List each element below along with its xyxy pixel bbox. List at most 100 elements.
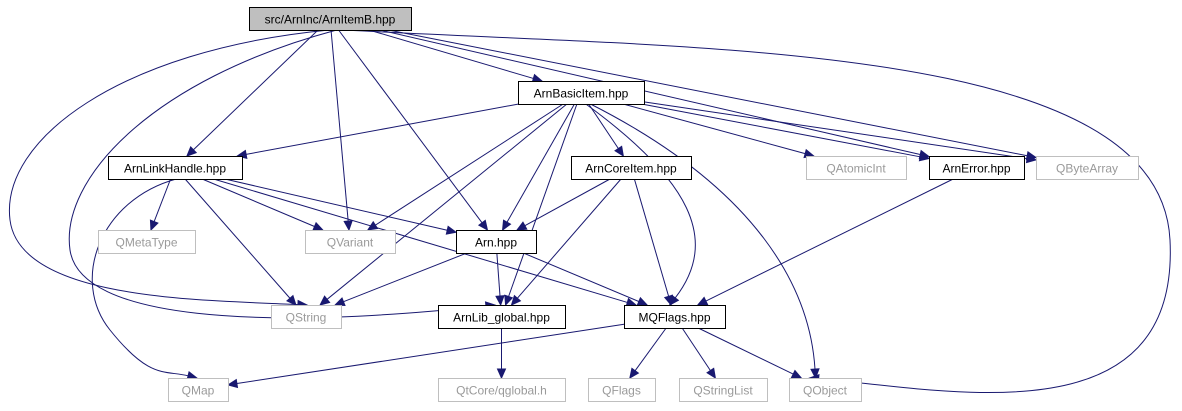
edge-line xyxy=(633,178,670,297)
node-arn[interactable]: Arn.hpp xyxy=(456,230,537,254)
node-label: ArnBasicItem.hpp xyxy=(534,87,629,101)
arrowhead xyxy=(226,378,239,389)
edge-line xyxy=(681,327,711,371)
edge-root-to-variant xyxy=(330,29,353,232)
node-basic[interactable]: ArnBasicItem.hpp xyxy=(518,81,645,105)
node-strlist[interactable]: QStringList xyxy=(679,378,768,402)
edge-basic-to-link xyxy=(236,103,519,159)
edge-link-to-variant xyxy=(202,178,324,231)
edge-line xyxy=(326,103,568,300)
arrowhead xyxy=(515,221,528,231)
arrowhead xyxy=(790,369,803,379)
arrowhead xyxy=(286,294,297,306)
edge-basic-to-string xyxy=(319,103,568,306)
node-global[interactable]: ArnLib_global.hpp xyxy=(438,305,566,329)
node-label: QMap xyxy=(182,384,215,398)
edge-basic-to-err xyxy=(641,103,931,162)
edge-line xyxy=(506,103,575,223)
edge-line xyxy=(524,178,611,227)
node-variant[interactable]: QVariant xyxy=(305,230,396,254)
edge-line xyxy=(193,29,319,151)
node-qglobal[interactable]: QtCore/qglobal.h xyxy=(438,378,566,402)
edge-basic-to-arn xyxy=(501,103,575,232)
edge-basic-to-object xyxy=(590,103,820,380)
edge-global-to-qglobal xyxy=(496,328,507,380)
edge-line xyxy=(338,29,483,224)
node-map[interactable]: QMap xyxy=(168,378,229,402)
node-box xyxy=(271,305,342,329)
edge-line xyxy=(590,103,816,370)
arrowhead xyxy=(614,145,625,158)
edge-line xyxy=(375,103,564,226)
arrowhead xyxy=(1025,153,1038,164)
edge-line xyxy=(213,178,628,303)
edge-line xyxy=(236,323,625,385)
node-link[interactable]: ArnLinkHandle.hpp xyxy=(108,156,243,180)
edge-mqflags-to-strlist xyxy=(681,327,717,380)
node-core[interactable]: ArnCoreItem.hpp xyxy=(571,156,692,180)
node-box xyxy=(806,156,907,180)
node-box xyxy=(571,156,692,180)
arrowhead xyxy=(496,368,507,380)
edge-line xyxy=(496,252,501,297)
edge-line xyxy=(184,178,291,299)
node-label: ArnLib_global.hpp xyxy=(453,311,550,325)
edge-basic-to-variant xyxy=(366,103,564,231)
edge-mqflags-to-map xyxy=(226,323,625,389)
edge-mqflags-to-qflags xyxy=(629,327,667,379)
edge-root-to-arn xyxy=(338,29,489,231)
edge-line xyxy=(634,327,667,372)
arrowhead xyxy=(333,297,346,306)
node-label: Arn.hpp xyxy=(475,236,517,250)
edge-line xyxy=(705,178,954,302)
node-box xyxy=(249,7,412,31)
edges-layer xyxy=(8,29,1171,394)
node-label: QFlags xyxy=(602,384,641,398)
node-qflags[interactable]: QFlags xyxy=(588,378,656,402)
edge-link-to-metatype xyxy=(149,178,172,232)
arrowhead xyxy=(343,220,353,232)
edge-line xyxy=(343,252,468,303)
node-label: QtCore/qglobal.h xyxy=(456,384,547,398)
node-box xyxy=(456,230,537,254)
edge-link-to-mqflags xyxy=(213,178,638,307)
node-root[interactable]: src/ArnInc/ArnItemB.hpp xyxy=(249,7,412,31)
node-label: ArnError.hpp xyxy=(942,162,1010,176)
edge-line xyxy=(697,327,794,375)
arrowhead xyxy=(319,295,331,306)
arrowhead xyxy=(510,294,522,306)
node-bytearr[interactable]: QByteArray xyxy=(1036,156,1139,180)
node-string[interactable]: QString xyxy=(271,305,342,329)
node-err[interactable]: ArnError.hpp xyxy=(929,156,1025,180)
edge-link-to-string xyxy=(184,178,297,306)
node-box xyxy=(518,81,645,105)
edge-core-to-arn xyxy=(515,178,611,231)
node-label: src/ArnInc/ArnItemB.hpp xyxy=(265,13,396,27)
node-metatype[interactable]: QMetaType xyxy=(98,230,196,254)
node-mqflags[interactable]: MQFlags.hpp xyxy=(624,305,726,329)
node-label: QVariant xyxy=(327,236,374,250)
edge-line xyxy=(388,29,1028,157)
node-box xyxy=(679,378,768,402)
arrowhead xyxy=(312,221,324,231)
edge-arn-to-mqflags xyxy=(523,252,649,306)
edge-basic-to-global xyxy=(504,103,578,307)
nodes-layer: src/ArnInc/ArnItemB.hppArnBasicItem.hppA… xyxy=(98,7,1139,402)
edge-line xyxy=(585,103,696,299)
edge-line xyxy=(379,29,921,156)
node-label: MQFlags.hpp xyxy=(638,311,710,325)
edge-root-to-link xyxy=(186,29,319,157)
edge-err-to-mqflags xyxy=(696,178,954,306)
node-label: QStringList xyxy=(693,384,753,398)
edge-line xyxy=(202,178,315,227)
arrowhead xyxy=(918,152,931,162)
node-box xyxy=(438,305,566,329)
node-label: ArnLinkHandle.hpp xyxy=(124,162,226,176)
edge-core-to-mqflags xyxy=(633,178,674,307)
node-atomic[interactable]: QAtomicInt xyxy=(806,156,907,180)
node-box xyxy=(789,378,862,402)
node-object[interactable]: QObject xyxy=(789,378,862,402)
node-box xyxy=(624,305,726,329)
node-box xyxy=(1036,156,1139,180)
edge-root-to-object xyxy=(345,29,1171,394)
